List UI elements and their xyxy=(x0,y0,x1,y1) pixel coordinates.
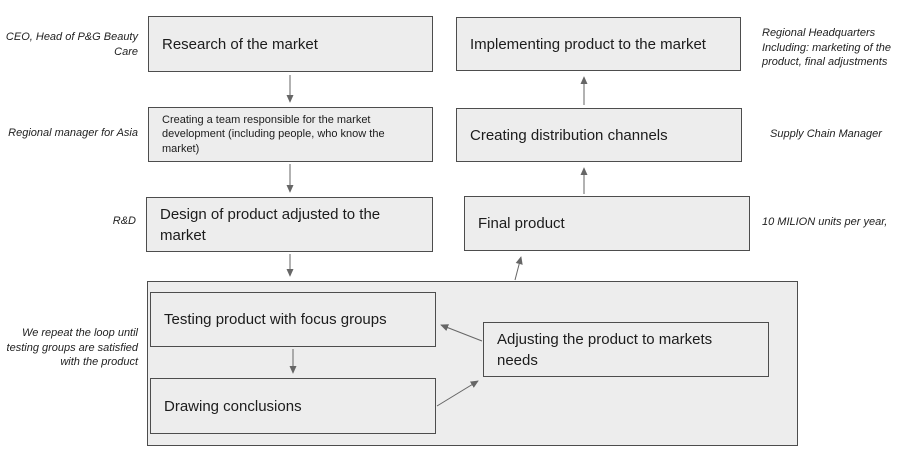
research-box-label: Research of the market xyxy=(162,35,318,53)
adjusting-product-box-label: Adjusting the product to markets needs xyxy=(497,330,713,369)
ceo-annotation: CEO, Head of P&G Beauty Care xyxy=(5,31,138,58)
drawing-conclusions-box: Drawing conclusions xyxy=(150,378,436,434)
research-box: Research of the market xyxy=(148,16,433,72)
loop-note-annotation: We repeat the loop until testing groups … xyxy=(6,327,138,369)
distribution-channels-box-label: Creating distribution channels xyxy=(470,126,668,144)
regional-hq-annotation: Regional Headquarters Including: marketi… xyxy=(762,27,892,69)
final-product-box: Final product xyxy=(464,196,750,251)
create-team-box-label: Creating a team responsible for the mark… xyxy=(162,114,385,155)
final-product-box-label: Final product xyxy=(478,215,565,232)
implementing-product-box: Implementing product to the market xyxy=(456,17,741,71)
implementing-product-box-label: Implementing product to the market xyxy=(470,35,706,53)
design-product-box: Design of product adjusted to the market xyxy=(146,197,433,252)
distribution-channels-box: Creating distribution channels xyxy=(456,108,742,162)
arrow-loop-group-to-final xyxy=(514,256,523,281)
testing-focus-groups-box: Testing product with focus groups xyxy=(150,292,436,347)
design-product-box-label: Design of product adjusted to the market xyxy=(160,205,381,244)
asia-manager-annotation: Regional manager for Asia xyxy=(8,127,138,139)
drawing-conclusions-box-label: Drawing conclusions xyxy=(164,397,302,415)
supply-chain-annotation: Supply Chain Manager xyxy=(770,128,882,140)
adjusting-product-box: Adjusting the product to markets needs xyxy=(483,322,769,377)
rnd-annotation: R&D xyxy=(112,215,136,227)
testing-focus-groups-box-label: Testing product with focus groups xyxy=(164,311,387,328)
create-team-box: Creating a team responsible for the mark… xyxy=(148,107,433,162)
units-per-year-annotation: 10 MILION units per year, xyxy=(762,216,888,228)
